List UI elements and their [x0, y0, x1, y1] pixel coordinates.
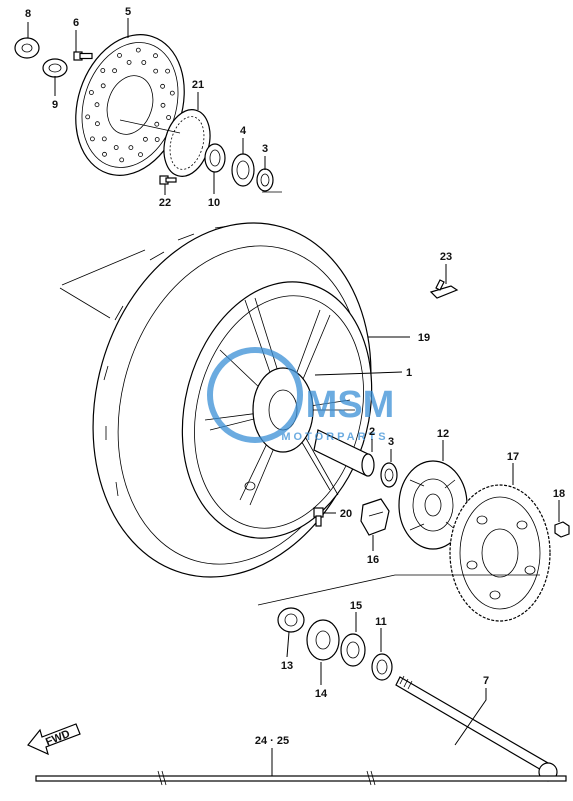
callout-7: 7	[483, 675, 489, 687]
callout-2: 2	[369, 426, 375, 438]
disc-hole	[117, 53, 122, 58]
disc-hole	[142, 136, 148, 142]
disc-hole	[85, 114, 91, 120]
disc-hole	[154, 121, 160, 127]
callout-16: 16	[367, 554, 379, 566]
disc-hole	[102, 151, 107, 157]
callout-9: 9	[52, 99, 58, 111]
disc-hole	[160, 102, 166, 108]
watermark-logo: MSM MOTORPARTS	[207, 347, 395, 443]
callout-13: 13	[281, 660, 293, 672]
callout-14: 14	[315, 688, 328, 700]
disc-hole	[126, 60, 132, 65]
disc-hole	[128, 145, 134, 151]
hub-bearing-left	[204, 143, 226, 173]
callout-11: 11	[375, 616, 387, 628]
disc-hole	[154, 137, 160, 142]
disc-hole	[89, 90, 94, 95]
callout-18: 18	[553, 488, 565, 500]
spacer-right	[371, 653, 393, 681]
sprocket-mounting-drum	[398, 460, 468, 550]
disc-hole	[112, 68, 117, 74]
disc-hole	[138, 152, 143, 158]
drum-oil-seal	[340, 633, 366, 667]
disc-hole	[100, 83, 106, 89]
sprocket-nut	[554, 521, 570, 538]
leader-lines	[27, 18, 560, 776]
watermark-text: MOTORPARTS	[281, 431, 388, 443]
callout-12: 12	[437, 428, 449, 440]
assembly-lines	[59, 119, 540, 606]
rear-wheel-rim	[181, 281, 373, 539]
callout-6: 6	[73, 17, 79, 29]
disc-nut	[14, 37, 40, 59]
disc-hole	[101, 136, 107, 142]
disc-hole	[90, 136, 95, 142]
callout-15: 15	[350, 600, 362, 612]
oil-seal-left	[256, 168, 274, 192]
callout-17: 17	[507, 451, 519, 463]
axle-collar	[277, 607, 305, 633]
callout-3-upper: 3	[262, 143, 268, 155]
hub-bearing-right	[306, 619, 340, 661]
spacer-left	[231, 153, 255, 187]
hub-damper	[360, 498, 390, 536]
disc-hole	[135, 47, 141, 53]
callout-19: 19	[418, 332, 430, 344]
oil-seal-right	[380, 462, 398, 488]
disc-hole	[166, 115, 172, 120]
disc-washer	[42, 58, 68, 78]
disc-hole	[169, 90, 175, 96]
rear-axle	[395, 675, 558, 782]
disc-hole	[141, 60, 147, 65]
callout-22: 22	[159, 197, 171, 209]
rotor-screw	[159, 175, 177, 185]
callout-10: 10	[208, 197, 220, 209]
callout-3-lower: 3	[388, 436, 394, 448]
disc-hole	[113, 145, 119, 150]
callout-8: 8	[25, 8, 31, 20]
disc-hole	[94, 102, 100, 108]
watermark-brand: MSM	[306, 384, 395, 426]
forward-arrow-icon: FWD	[27, 723, 81, 756]
fwd-label: FWD	[44, 728, 72, 749]
disc-hole	[165, 68, 171, 74]
callout-24-25: 24 · 25	[255, 735, 289, 747]
callout-23: 23	[440, 251, 452, 263]
wheel-cable	[35, 770, 567, 786]
disc-hole	[100, 68, 106, 73]
balance-weight	[429, 279, 459, 299]
callout-20: 20	[340, 508, 352, 520]
disc-hole	[119, 157, 125, 163]
disc-bolt	[73, 51, 93, 61]
callout-5: 5	[125, 6, 131, 18]
rear-sprocket	[449, 484, 551, 622]
hub-spacer	[313, 429, 375, 477]
disc-hole	[95, 121, 100, 127]
callout-labels: 8 6 5 9 21 4 3 22 10 23 19 1 2 3 12 17 1…	[25, 6, 565, 747]
disc-hole	[160, 83, 166, 89]
callout-21: 21	[192, 79, 204, 91]
disc-hole	[153, 68, 159, 74]
callout-1: 1	[406, 367, 412, 379]
callout-4-upper: 4	[240, 125, 247, 137]
disc-hole	[153, 53, 158, 59]
